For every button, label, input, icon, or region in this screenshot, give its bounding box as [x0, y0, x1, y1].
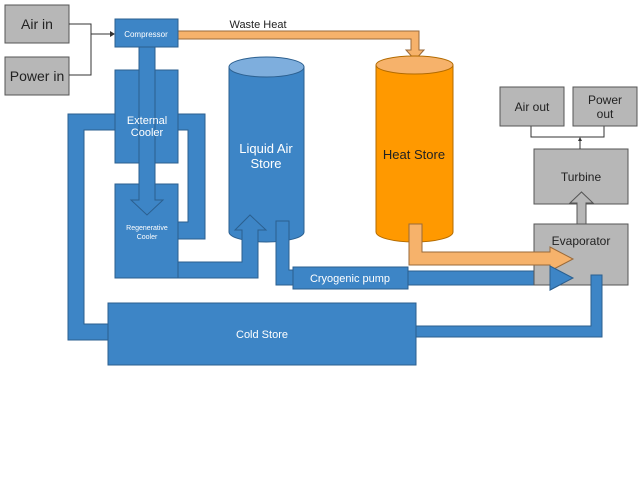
power-in-node: Power in	[4, 56, 70, 96]
power-out-label-line2: out	[597, 107, 614, 121]
evaporator-to-turbine-arrow	[568, 191, 595, 225]
power-in-label: Power in	[10, 68, 64, 84]
cryogenic-pump-node: Cryogenic pump	[292, 266, 409, 290]
air-in-label: Air in	[21, 16, 53, 32]
output-arrowhead	[578, 137, 582, 141]
liquid-air-store-label-line2: Store	[250, 156, 281, 171]
cold-loop-right-pipe	[177, 113, 206, 240]
input-arrowhead	[110, 31, 115, 37]
output-connector	[530, 126, 605, 149]
power-out-node: Power out	[572, 86, 638, 127]
turbine-label: Turbine	[561, 170, 602, 184]
evaporator-label: Evaporator	[552, 234, 611, 248]
external-cooler-label-line1: External	[127, 115, 167, 127]
cold-store-label: Cold Store	[236, 329, 288, 341]
cold-store-node: Cold Store	[107, 302, 417, 366]
compressor-label: Compressor	[124, 30, 168, 39]
air-in-node: Air in	[4, 4, 70, 44]
external-cooler-label-line2: Cooler	[131, 127, 164, 139]
waste-heat-pipe	[177, 30, 426, 61]
regen-to-liquid-air-arrow	[177, 214, 268, 279]
heat-to-evaporator-arrow	[408, 223, 575, 272]
regenerative-cooler-label-line2: Cooler	[137, 234, 158, 241]
heat-store-label: Heat Store	[383, 147, 445, 162]
waste-heat-label: Waste Heat	[229, 19, 286, 31]
compressor-to-regen-arrow	[129, 46, 165, 216]
input-connector	[69, 23, 112, 76]
liquid-air-store-node: Liquid Air Store	[228, 56, 305, 243]
air-out-label: Air out	[515, 100, 550, 114]
cryogenic-pump-label: Cryogenic pump	[310, 273, 390, 285]
regenerative-cooler-label-line1: Regenerative	[126, 225, 168, 232]
external-cooler-labels: External Cooler	[127, 115, 167, 139]
power-out-label-line1: Power	[588, 93, 622, 107]
compressor-node: Compressor	[114, 18, 179, 48]
heat-store-node: Heat Store	[375, 55, 454, 243]
pump-to-evaporator-arrow-head	[549, 265, 575, 291]
air-out-node: Air out	[499, 86, 565, 127]
liquid-air-store-label-line1: Liquid Air	[239, 141, 293, 156]
